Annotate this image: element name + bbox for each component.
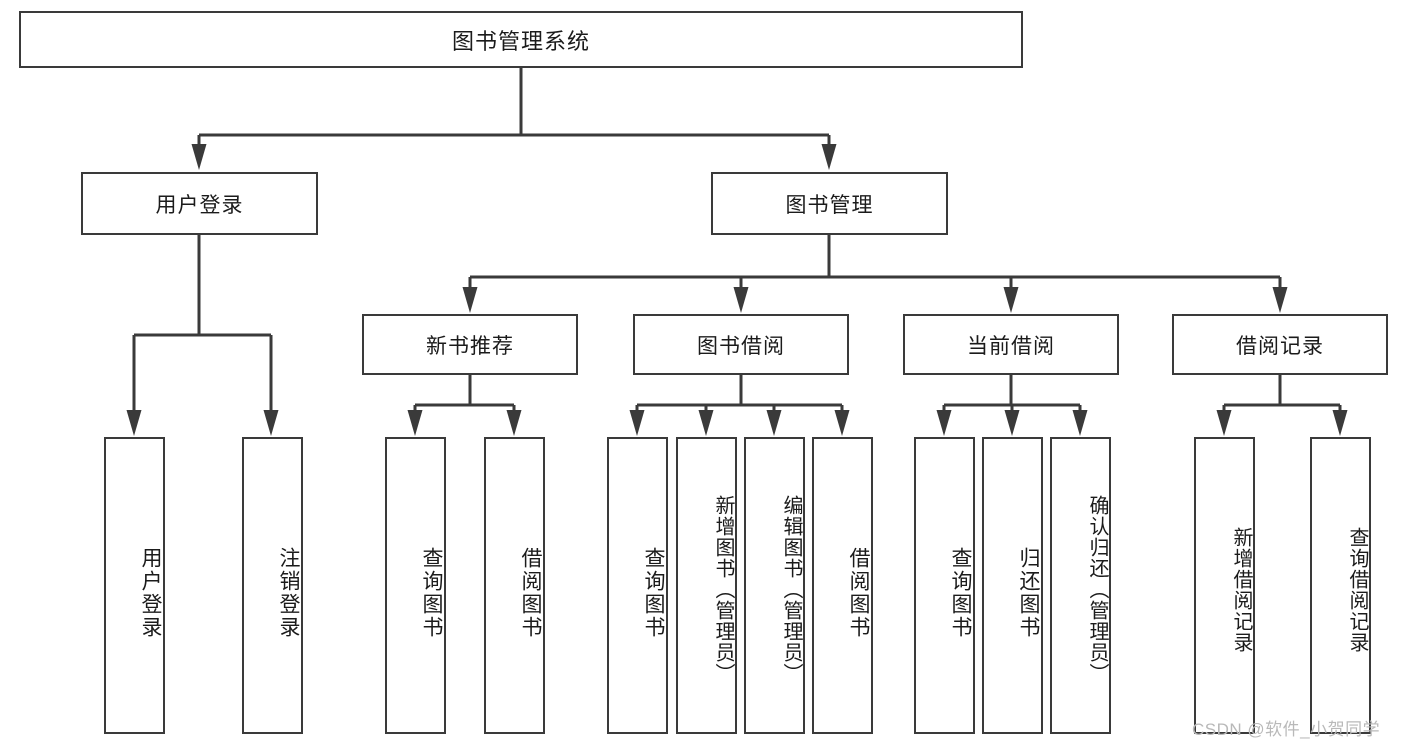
- node-label: 查询图书: [642, 546, 665, 639]
- node-leaf-0: 用户登录: [104, 437, 165, 734]
- node-level3-3: 借阅记录: [1172, 314, 1388, 375]
- node-leaf-5: 新增图书（管理员）: [676, 437, 737, 734]
- node-root-图书管理系统: 图书管理系统: [19, 11, 1023, 68]
- node-leaf-4: 查询图书: [607, 437, 668, 734]
- node-label: 查询图书: [420, 546, 443, 639]
- node-leaf-6: 编辑图书（管理员）: [744, 437, 805, 734]
- node-label: 图书借阅: [697, 334, 785, 358]
- node-level3-2: 当前借阅: [903, 314, 1119, 375]
- node-level3-0: 新书推荐: [362, 314, 578, 375]
- node-label: 新增图书（管理员）: [712, 495, 734, 684]
- node-label: 查询借阅记录: [1346, 526, 1368, 653]
- node-leaf-7: 借阅图书: [812, 437, 873, 734]
- node-level2-1: 图书管理: [711, 172, 948, 235]
- node-label: 用户登录: [139, 546, 162, 639]
- node-label: 编辑图书（管理员）: [780, 495, 802, 684]
- node-label: 借阅图书: [847, 546, 870, 639]
- node-label: 图书管理: [785, 193, 874, 217]
- node-label: 注销登录: [277, 546, 300, 639]
- node-leaf-3: 借阅图书: [484, 437, 545, 734]
- node-label: 新书推荐: [426, 334, 514, 358]
- node-label: 确认归还（管理员）: [1086, 495, 1108, 684]
- node-leaf-2: 查询图书: [385, 437, 446, 734]
- node-label: 归还图书: [1017, 546, 1040, 639]
- node-leaf-11: 新增借阅记录: [1194, 437, 1255, 734]
- node-leaf-9: 归还图书: [982, 437, 1043, 734]
- node-label: 当前借阅: [967, 334, 1055, 358]
- node-label: 新增借阅记录: [1230, 526, 1252, 653]
- node-leaf-12: 查询借阅记录: [1310, 437, 1371, 734]
- node-level3-1: 图书借阅: [633, 314, 849, 375]
- node-label: 用户登录: [155, 193, 244, 217]
- csdn-watermark: CSDN @软件_小贺同学: [1192, 720, 1381, 739]
- node-leaf-8: 查询图书: [914, 437, 975, 734]
- node-level2-0: 用户登录: [81, 172, 318, 235]
- node-leaf-10: 确认归还（管理员）: [1050, 437, 1111, 734]
- node-label: 图书管理系统: [451, 28, 590, 54]
- node-leaf-1: 注销登录: [242, 437, 303, 734]
- node-label: 借阅记录: [1236, 334, 1324, 358]
- node-label: 借阅图书: [519, 546, 542, 639]
- node-label: 查询图书: [949, 546, 972, 639]
